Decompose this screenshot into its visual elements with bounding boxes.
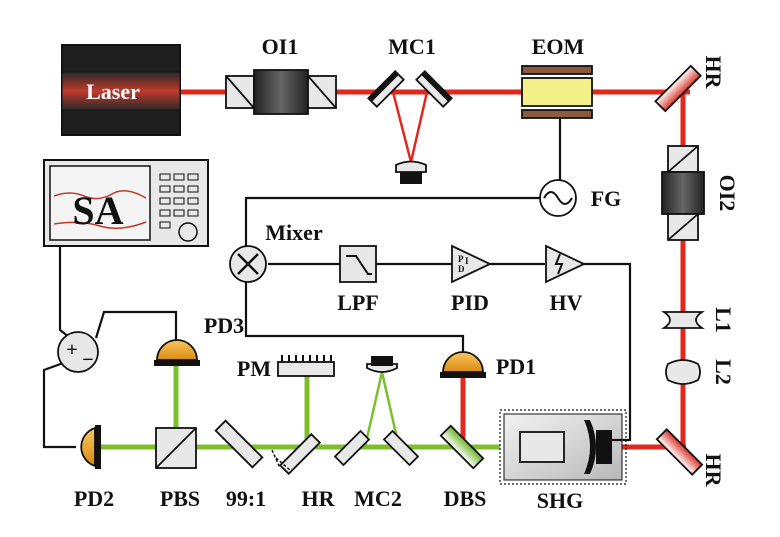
mixer-label: Mixer (265, 220, 323, 245)
mode-cleaner-1 (367, 70, 453, 184)
photodiode-pd2 (80, 425, 101, 469)
hr-mirror-bottom (278, 432, 322, 476)
hr-bottom-label: HR (302, 486, 336, 511)
mode-cleaner-2 (333, 356, 420, 467)
hr-right-label: HR (701, 454, 726, 488)
low-pass-filter (339, 245, 377, 283)
pd1-label: PD1 (496, 354, 536, 379)
polarizing-beam-splitter (155, 427, 197, 469)
minus-symbol: − (82, 349, 93, 371)
l1-label: L1 (711, 307, 736, 333)
high-voltage-amplifier (545, 244, 587, 284)
dbs-label: DBS (444, 486, 487, 511)
lpf-label: LPF (337, 290, 379, 315)
l2-label: L2 (711, 359, 736, 385)
spectrum-analyzer: SA (43, 159, 209, 247)
photodiode-pd1 (440, 351, 486, 378)
shg-cavity (499, 409, 627, 485)
pid-i-symbol: I (465, 256, 469, 266)
pm-label: PM (237, 356, 271, 381)
laser-source: Laser (61, 44, 181, 136)
power-meter (277, 355, 335, 377)
photodiode-pd3 (154, 339, 200, 366)
pid-p-symbol: P (458, 254, 464, 264)
pbs-label: PBS (160, 486, 200, 511)
sa-label: SA (72, 188, 123, 233)
hv-label: HV (550, 290, 583, 315)
fg-label: FG (591, 186, 622, 211)
dichroic-beam-splitter (439, 424, 485, 470)
optical-isolator-1 (225, 69, 337, 115)
splitter-label: 99:1 (226, 486, 266, 511)
hr-mirror-right (655, 428, 704, 476)
oi2-label: OI2 (715, 175, 740, 212)
mc2-label: MC2 (354, 486, 402, 511)
pid-d-symbol: D (458, 264, 465, 274)
lens-l1 (661, 311, 705, 329)
beam-splitter-99-1 (214, 419, 291, 471)
mixer (229, 245, 267, 283)
hr-top-label: HR (701, 56, 726, 90)
hr-mirror-top (654, 64, 702, 113)
plus-symbol: + (66, 339, 77, 361)
pid-controller: P I D (451, 244, 493, 284)
pid-label: PID (451, 290, 489, 315)
shg-label: SHG (537, 488, 583, 513)
oi1-label: OI1 (262, 34, 299, 59)
lens-l2 (665, 359, 701, 385)
function-generator (539, 179, 577, 217)
optical-isolator-2 (661, 145, 705, 241)
eom-label: EOM (532, 34, 585, 59)
differential-amplifier: + − (57, 331, 99, 373)
pd2-label: PD2 (74, 486, 114, 511)
pd3-label: PD3 (204, 313, 244, 338)
mc1-label: MC1 (388, 34, 436, 59)
electro-optic-modulator (521, 65, 593, 119)
laser-label: Laser (86, 79, 140, 104)
